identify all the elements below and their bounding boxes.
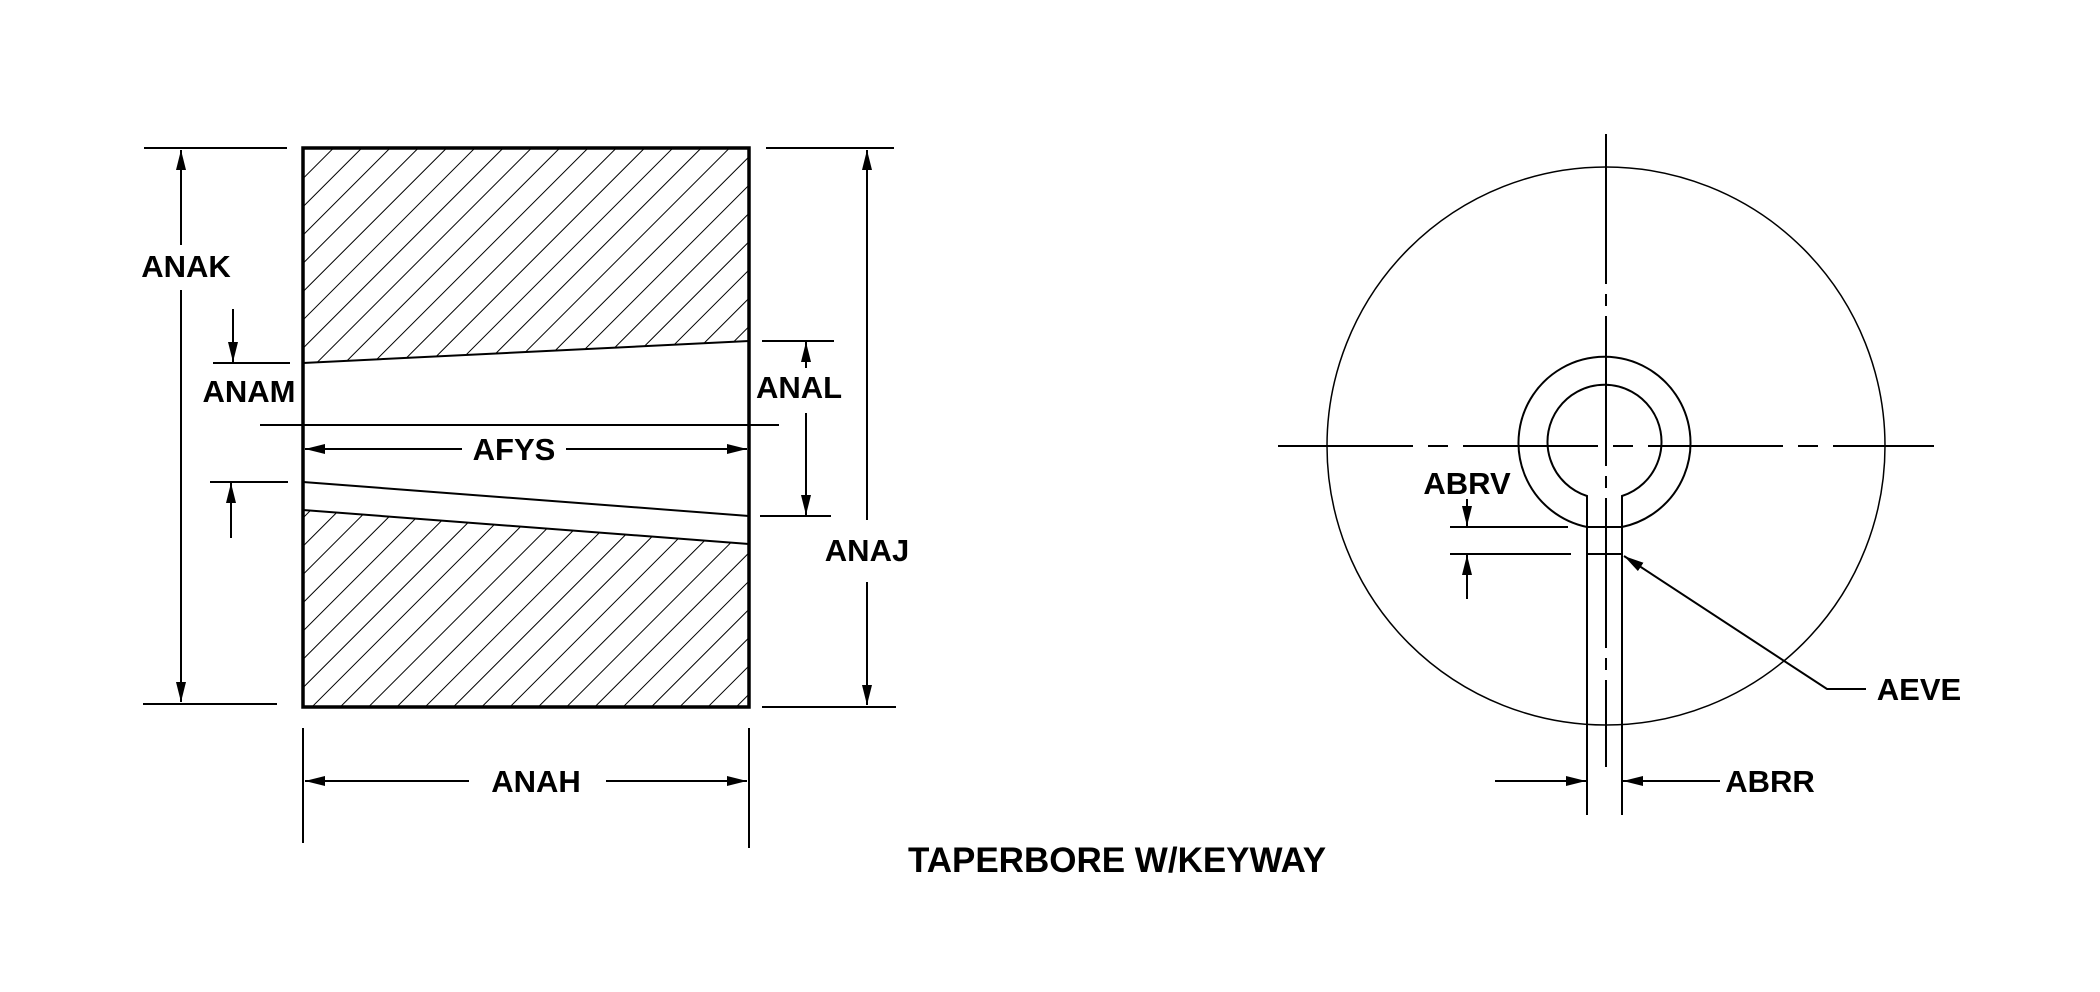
dim-label-anal: ANAL xyxy=(756,370,842,405)
side-section-view: ANAK ANAM AFYS ANAL ANAJ ANAH xyxy=(141,146,909,848)
lower-hatched-section xyxy=(303,510,749,707)
upper-hatched-section xyxy=(303,148,749,363)
body-outline xyxy=(301,146,751,709)
dim-label-anah: ANAH xyxy=(491,764,581,799)
keyway-depth-box xyxy=(1586,526,1623,555)
drawing-title: TAPERBORE W/KEYWAY xyxy=(908,841,1326,880)
dim-label-abrr: ABRR xyxy=(1725,764,1815,799)
dim-label-abrv: ABRV xyxy=(1423,466,1511,501)
dim-label-anam: ANAM xyxy=(203,374,296,409)
hub-circle xyxy=(1517,355,1692,528)
dim-label-anaj: ANAJ xyxy=(825,533,909,568)
callout-label-aeve: AEVE xyxy=(1877,672,1961,707)
dim-label-anak: ANAK xyxy=(141,249,231,284)
dim-label-afys: AFYS xyxy=(473,432,556,467)
end-view: ABRV AEVE ABRR xyxy=(1278,134,1961,815)
bore-with-keyway xyxy=(1546,383,1663,815)
